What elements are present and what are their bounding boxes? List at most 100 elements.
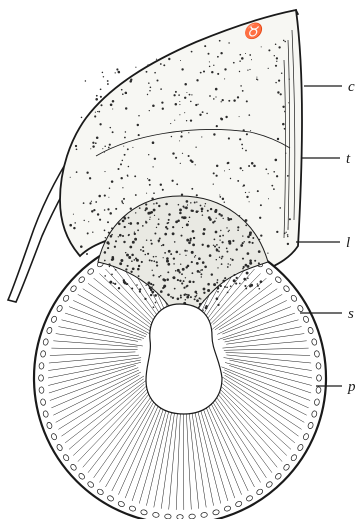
stipple-dot [221, 101, 222, 102]
cell-dot [113, 282, 115, 284]
stipple-dot [90, 148, 91, 149]
cell-dot [172, 297, 174, 299]
cell-dot [192, 230, 195, 233]
cell-dot [129, 222, 132, 225]
stipple-dot [108, 197, 109, 198]
stipple-dot [243, 129, 245, 131]
cell-dot [194, 296, 196, 298]
cell-dot [236, 248, 238, 250]
cell-dot [156, 202, 158, 204]
stipple-dot [239, 71, 240, 72]
cell-dot [249, 262, 252, 265]
cell-dot [177, 219, 180, 222]
stipple-dot [146, 71, 148, 73]
stipple-dot [181, 132, 182, 133]
stipple-dot [199, 114, 201, 116]
cell-dot [166, 278, 169, 281]
cell-dot [128, 223, 129, 224]
stipple-dot [153, 192, 155, 194]
stipple-dot [122, 187, 123, 188]
cell-dot [182, 205, 184, 207]
cell-dot [230, 264, 231, 265]
stipple-dot [202, 111, 204, 113]
cell-dot [203, 228, 206, 231]
stipple-dot [125, 107, 127, 109]
stipple-dot [219, 194, 220, 195]
cell-dot [207, 289, 210, 292]
cell-dot [137, 222, 140, 225]
cell-dot [240, 244, 243, 247]
stipple-dot [73, 214, 74, 215]
stipple-dot [247, 69, 248, 70]
stipple-dot [95, 201, 97, 203]
cell-dot [167, 271, 169, 273]
stipple-dot [92, 232, 93, 233]
cell-dot [145, 203, 147, 205]
stipple-dot [240, 167, 242, 169]
stipple-dot [250, 130, 251, 131]
cell-dot [194, 256, 195, 257]
cell-dot [173, 263, 175, 265]
stipple-dot [268, 49, 270, 51]
cell-dot [130, 271, 132, 273]
stipple-dot [98, 111, 100, 113]
cell-dot [170, 296, 172, 298]
stipple-dot [216, 175, 218, 177]
cell-dot [125, 268, 127, 270]
stipple-dot [248, 165, 250, 167]
stipple-dot [154, 72, 156, 74]
stipple-dot [118, 71, 120, 73]
stipple-dot [224, 201, 225, 202]
stipple-dot [190, 119, 192, 121]
stipple-dot [275, 43, 277, 45]
stipple-dot [251, 162, 254, 165]
stipple-dot [102, 148, 103, 149]
cell-dot [190, 202, 191, 203]
stipple-dot [95, 98, 98, 101]
cell-dot [226, 248, 228, 250]
stipple-dot [110, 104, 113, 107]
cell-dot [159, 238, 161, 240]
stipple-dot [191, 161, 194, 164]
cell-dot [198, 257, 201, 260]
stipple-dot [115, 72, 116, 73]
cell-dot [186, 200, 189, 203]
stipple-dot [74, 222, 76, 224]
cell-dot [190, 296, 192, 298]
cell-dot [252, 237, 254, 239]
stipple-dot [271, 185, 273, 187]
stipple-dot [245, 150, 247, 152]
stipple-dot [149, 110, 150, 111]
stipple-dot [137, 124, 139, 126]
stipple-dot [261, 46, 262, 47]
stipple-dot [108, 147, 110, 149]
cell-dot [235, 283, 237, 285]
cell-dot [232, 240, 234, 242]
cell-dot [137, 229, 139, 231]
cell-dot [174, 288, 176, 290]
cell-dot [124, 226, 126, 228]
cell-dot [123, 241, 125, 243]
stipple-dot [96, 136, 99, 139]
cell-dot [180, 294, 182, 296]
cell-dot [183, 280, 185, 282]
stipple-dot [107, 83, 109, 85]
cell-dot [247, 252, 250, 255]
cell-dot [221, 258, 223, 260]
stipple-dot [147, 64, 149, 66]
stipple-dot [257, 79, 258, 80]
cell-dot [155, 302, 157, 304]
stipple-dot [112, 131, 114, 133]
cell-dot [156, 265, 158, 267]
stipple-dot [284, 111, 286, 113]
cell-dot [109, 281, 112, 284]
stipple-dot [73, 227, 75, 229]
stipple-dot [109, 188, 110, 189]
cell-dot [119, 262, 122, 265]
cell-dot [173, 257, 175, 259]
cell-dot [142, 246, 144, 248]
stipple-dot [107, 221, 109, 223]
stipple-dot [287, 243, 289, 245]
cell-dot [182, 227, 183, 228]
stipple-dot [175, 91, 177, 93]
